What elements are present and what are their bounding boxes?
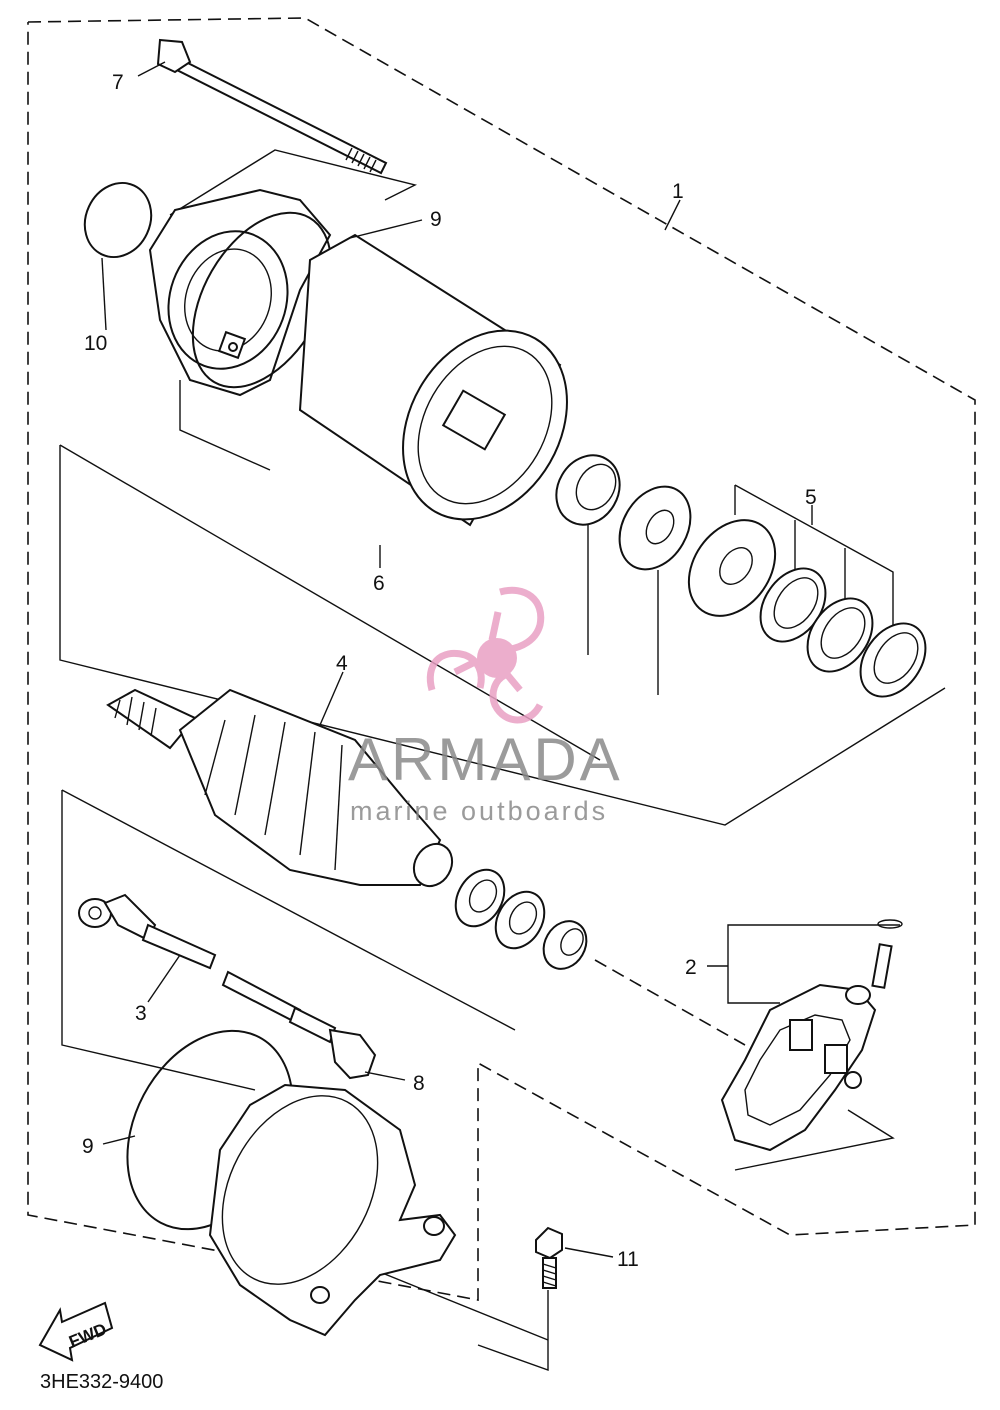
- callout-7: 7: [112, 71, 124, 94]
- lower-washers: [454, 868, 588, 970]
- yoke-housing: [298, 233, 568, 527]
- lead-wire: [78, 893, 377, 1080]
- callout-6: 6: [373, 572, 385, 595]
- watermark-tagline: marine outboards: [350, 796, 608, 826]
- armature: [106, 688, 454, 888]
- watermark-brand: ARMADA: [348, 726, 623, 793]
- forward-arrow: FWD: [38, 1301, 114, 1362]
- leader-lines: [101, 61, 813, 1258]
- bearing-upper: [555, 454, 621, 526]
- washer-set: [687, 519, 927, 698]
- callout-4: 4: [336, 652, 348, 675]
- oil-seal: [618, 485, 692, 571]
- callout-5: 5: [805, 486, 817, 509]
- through-bolt: [156, 38, 388, 175]
- callout-9-upper: 9: [430, 208, 442, 231]
- callout-11: 11: [617, 1248, 639, 1271]
- rear-housing: [208, 1083, 457, 1337]
- front-end-cover: [148, 188, 332, 397]
- drawing-code: 3HE332-9400: [40, 1371, 163, 1393]
- brush-holder: [720, 919, 903, 1152]
- callout-3: 3: [135, 1002, 147, 1025]
- o-ring: [83, 182, 153, 258]
- callout-2: 2: [685, 956, 697, 979]
- callout-1: 1: [672, 180, 684, 203]
- watermark-logo-icon: [426, 586, 545, 724]
- callout-9-lower: 9: [82, 1135, 94, 1158]
- group-brackets: [59, 149, 946, 1371]
- callout-10: 10: [84, 332, 107, 355]
- callout-8: 8: [413, 1072, 425, 1095]
- mounting-bolt: [535, 1226, 563, 1289]
- callouts: 7 1 9 10 5 6 4 2 3 8 9 11: [82, 71, 817, 1271]
